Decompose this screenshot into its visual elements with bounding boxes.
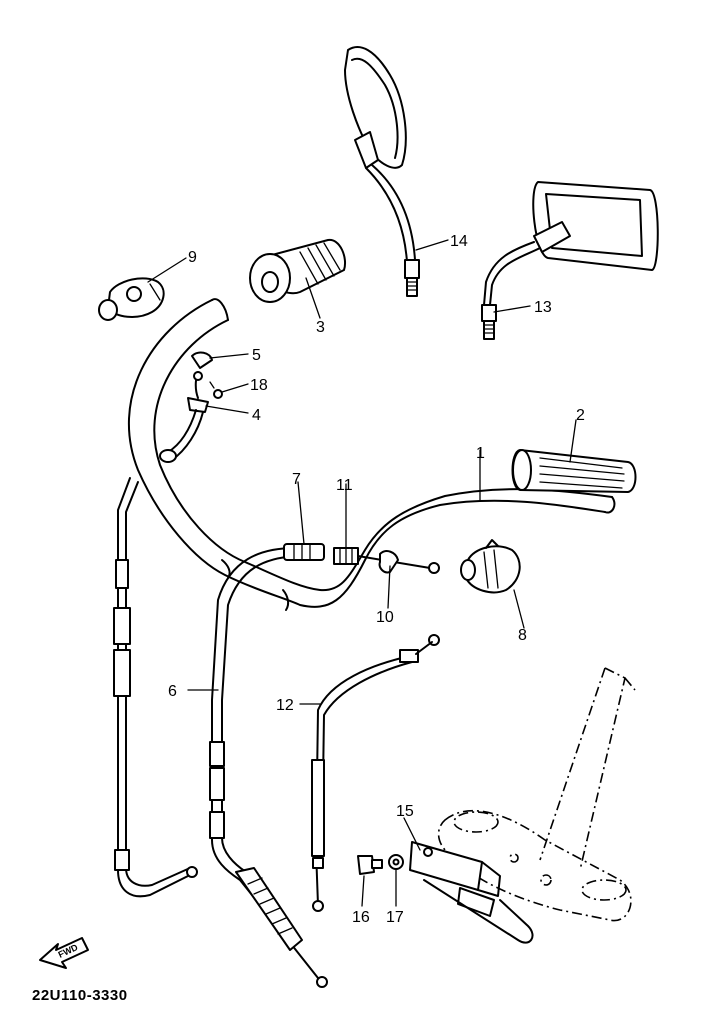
label-part-3: 3 [316, 319, 325, 336]
throttle-cable-6 [209, 547, 328, 988]
handlebar [127, 298, 616, 611]
label-part-17: 17 [386, 909, 404, 926]
label-part-16: 16 [352, 909, 370, 926]
washer-17 [388, 854, 404, 870]
label-part-4: 4 [252, 407, 261, 424]
label-part-2: 2 [576, 407, 585, 424]
right-mirror [481, 181, 659, 340]
label-part-18: 18 [250, 377, 268, 394]
steering-stem [437, 667, 636, 922]
cable-guide-bracket [409, 841, 534, 944]
label-part-15: 15 [396, 803, 414, 820]
part-labels: 1 2 3 4 5 6 7 8 9 10 11 12 13 14 15 16 1… [168, 233, 585, 926]
left-cable [113, 477, 198, 898]
label-part-9: 9 [188, 249, 197, 266]
clutch-cable-12 [311, 634, 440, 912]
forward-arrow-icon: FWD [39, 937, 89, 969]
label-part-12: 12 [276, 697, 294, 714]
diagram-reference-code: 22U110-3330 [32, 987, 128, 1004]
left-switch-holder [98, 277, 165, 321]
bolt-16 [357, 855, 383, 875]
left-mirror [344, 46, 420, 297]
left-grip [249, 238, 346, 303]
label-part-8: 8 [518, 627, 527, 644]
label-part-11: 11 [336, 477, 353, 494]
label-part-5: 5 [252, 347, 261, 364]
label-part-10: 10 [376, 609, 394, 626]
right-switch-holder [460, 539, 521, 594]
right-grip [511, 449, 637, 493]
label-part-13: 13 [534, 299, 552, 316]
label-part-7: 7 [292, 471, 301, 488]
label-part-1: 1 [476, 445, 485, 462]
label-part-14: 14 [450, 233, 468, 250]
label-part-6: 6 [168, 683, 177, 700]
clutch-lever-bracket [159, 351, 223, 463]
leader-lines [147, 239, 577, 907]
